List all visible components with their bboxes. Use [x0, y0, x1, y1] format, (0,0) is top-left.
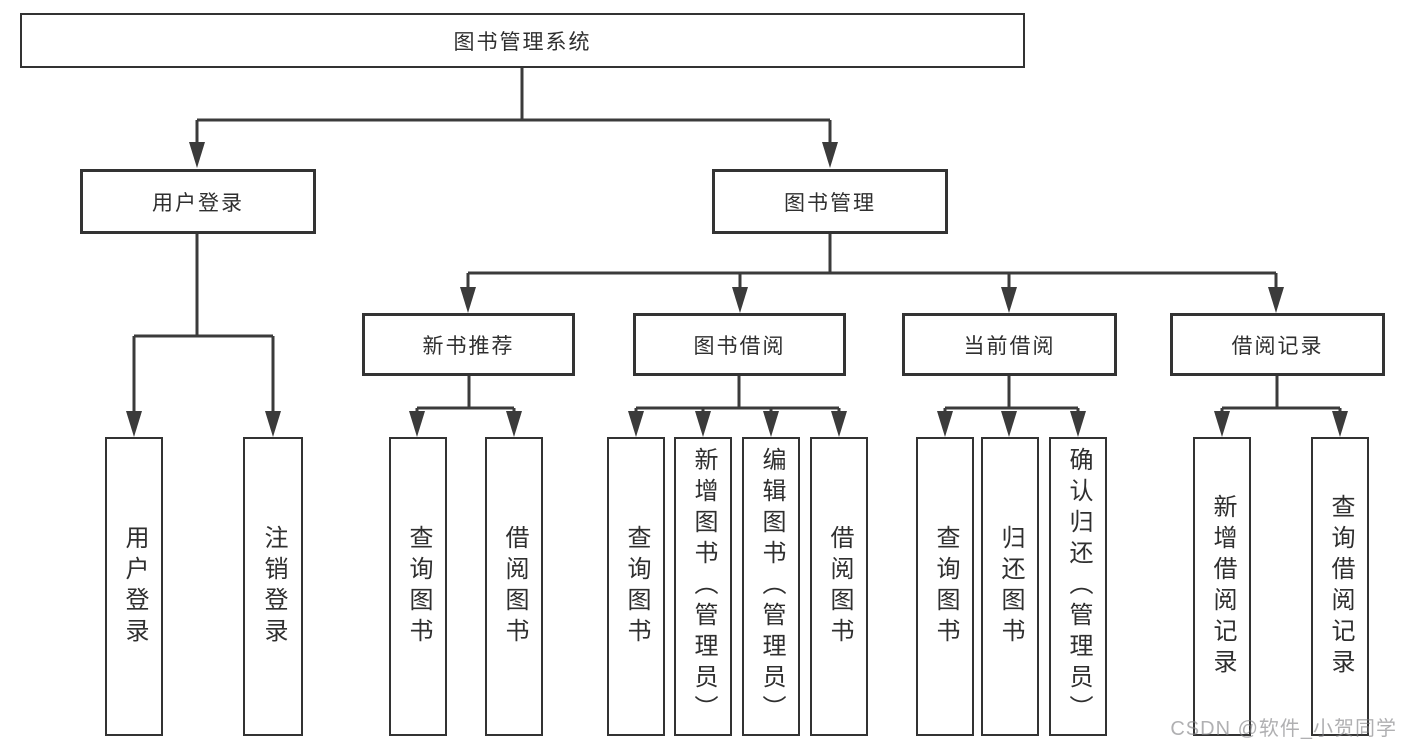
node-borrow-records: 借阅记录 — [1170, 313, 1385, 376]
node-leaf-edit-book-admin: 编辑图书（管理员） — [742, 437, 800, 736]
node-new-book-recommend: 新书推荐 — [362, 313, 575, 376]
node-leaf-logout: 注销登录 — [243, 437, 303, 736]
node-leaf-borrow-books-2: 借阅图书 — [810, 437, 868, 736]
node-leaf-return-book: 归还图书 — [981, 437, 1039, 736]
node-leaf-confirm-return-admin: 确认归还（管理员） — [1049, 437, 1107, 736]
node-leaf-borrow-books-1: 借阅图书 — [485, 437, 543, 736]
node-leaf-query-books-3: 查询图书 — [916, 437, 974, 736]
node-leaf-query-borrow-record: 查询借阅记录 — [1311, 437, 1369, 736]
node-leaf-add-book-admin: 新增图书（管理员） — [674, 437, 732, 736]
node-leaf-query-books-1: 查询图书 — [389, 437, 447, 736]
node-leaf-user-login: 用户登录 — [105, 437, 163, 736]
node-user-login: 用户登录 — [80, 169, 316, 234]
csdn-watermark: CSDN @软件_小贺同学 — [1170, 718, 1397, 740]
node-leaf-add-borrow-record: 新增借阅记录 — [1193, 437, 1251, 736]
node-current-borrowing: 当前借阅 — [902, 313, 1117, 376]
node-book-borrowing: 图书借阅 — [633, 313, 846, 376]
node-leaf-query-books-2: 查询图书 — [607, 437, 665, 736]
node-book-management: 图书管理 — [712, 169, 948, 234]
node-root: 图书管理系统 — [20, 13, 1025, 68]
